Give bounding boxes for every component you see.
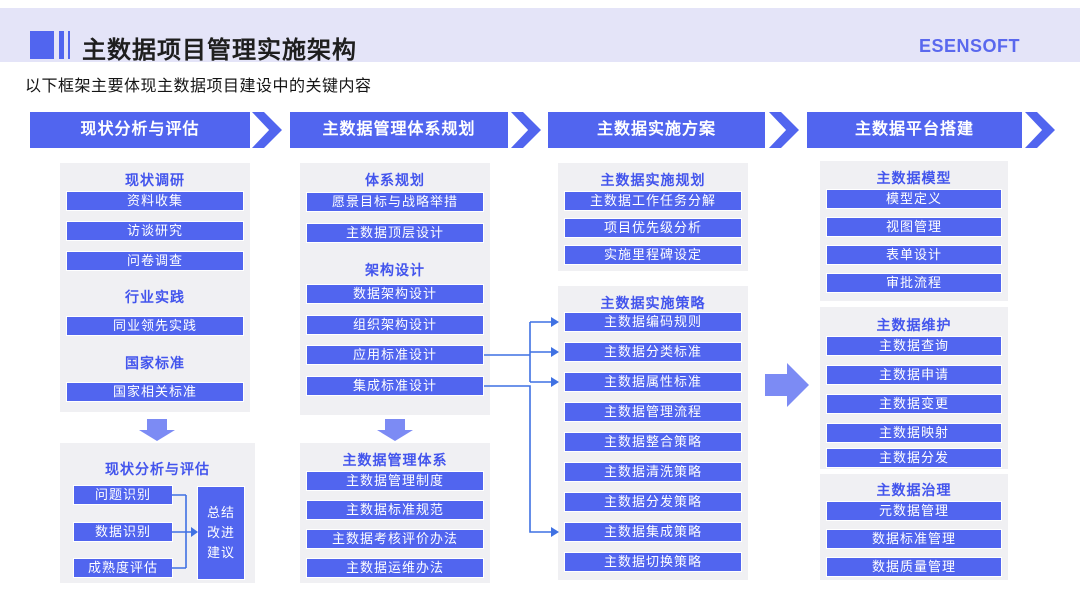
diagram-box: 组织架构设计 xyxy=(306,315,484,335)
subtitle: 以下框架主要体现主数据项目建设中的关键内容 xyxy=(25,78,372,95)
diagram-box: 主数据属性标准 xyxy=(564,372,742,392)
group-heading: 行业实践 xyxy=(125,289,185,305)
diagram-box: 主数据集成策略 xyxy=(564,522,742,542)
diagram-box: 访谈研究 xyxy=(66,221,244,241)
diagram-box: 元数据管理 xyxy=(826,501,1002,521)
diagram-box: 主数据管理制度 xyxy=(306,471,484,491)
diagram-box: 主数据管理流程 xyxy=(564,402,742,422)
stage-banner-1: 现状分析与评估 xyxy=(30,112,250,148)
panel-mdm-model: 主数据模型 模型定义 视图管理 表单设计 审批流程 xyxy=(820,161,1008,301)
diagram-box: 主数据分发 xyxy=(826,448,1002,468)
title-square-icon xyxy=(30,31,54,59)
panel-heading: 主数据模型 xyxy=(876,170,952,186)
diagram-box: 主数据顶层设计 xyxy=(306,223,484,243)
diagram-box: 审批流程 xyxy=(826,273,1002,293)
diagram-box: 数据标准管理 xyxy=(826,529,1002,549)
group-heading: 架构设计 xyxy=(365,262,425,278)
stage-banner-4: 主数据平台搭建 xyxy=(807,112,1022,148)
page-title: 主数据项目管理实施架构 xyxy=(82,37,357,64)
group-heading: 体系规划 xyxy=(365,172,425,188)
group-heading: 国家标准 xyxy=(125,355,185,371)
panel-current-research: 现状调研 资料收集 访谈研究 问卷调查 行业实践 同业领先实践 国家标准 国家相… xyxy=(60,163,250,412)
chevron-right-icon xyxy=(1025,112,1055,148)
diagram-box: 主数据分类标准 xyxy=(564,342,742,362)
diagram-box: 主数据清洗策略 xyxy=(564,462,742,482)
diagram-box: 问卷调查 xyxy=(66,251,244,271)
down-arrow-icon xyxy=(139,419,175,441)
summary-box: 总结 改进 建议 xyxy=(197,486,245,580)
diagram-box: 数据识别 xyxy=(73,522,173,542)
panel-implementation-strategy: 主数据实施策略 主数据编码规则 主数据分类标准 主数据属性标准 主数据管理流程 … xyxy=(558,286,748,580)
diagram-box: 主数据变更 xyxy=(826,394,1002,414)
diagram-box: 成熟度评估 xyxy=(73,558,173,578)
diagram-box: 主数据运维办法 xyxy=(306,558,484,578)
panel-mdm-governance: 主数据治理 元数据管理 数据标准管理 数据质量管理 xyxy=(820,474,1008,580)
panel-heading: 主数据实施规划 xyxy=(600,172,706,188)
panel-heading: 主数据实施策略 xyxy=(600,295,706,311)
diagram-box: 主数据切换策略 xyxy=(564,552,742,572)
diagram-box: 愿景目标与战略举措 xyxy=(306,192,484,212)
panel-system-planning: 体系规划 愿景目标与战略举措 主数据顶层设计 架构设计 数据架构设计 组织架构设… xyxy=(300,163,490,415)
diagram-box: 主数据申请 xyxy=(826,365,1002,385)
diagram-box: 视图管理 xyxy=(826,217,1002,237)
diagram-box: 主数据分发策略 xyxy=(564,492,742,512)
diagram-box: 数据架构设计 xyxy=(306,284,484,304)
right-arrow-icon xyxy=(765,363,809,407)
panel-heading: 现状分析与评估 xyxy=(105,461,210,477)
chevron-right-icon xyxy=(511,112,541,148)
diagram-box: 模型定义 xyxy=(826,189,1002,209)
stage-banner-3: 主数据实施方案 xyxy=(548,112,765,148)
chevron-right-icon xyxy=(769,112,799,148)
panel-heading: 主数据治理 xyxy=(876,482,952,498)
stage-banner-2: 主数据管理体系规划 xyxy=(290,112,508,148)
diagram-box: 表单设计 xyxy=(826,245,1002,265)
diagram-box: 资料收集 xyxy=(66,191,244,211)
brand-logo: ESENSOFT xyxy=(918,36,1020,56)
diagram-box: 主数据考核评价办法 xyxy=(306,529,484,549)
diagram-box: 问题识别 xyxy=(73,485,173,505)
diagram-box: 主数据编码规则 xyxy=(564,312,742,332)
diagram-box: 国家相关标准 xyxy=(66,382,244,402)
header-band: 主数据项目管理实施架构 ESENSOFT xyxy=(0,8,1080,64)
diagram-box: 集成标准设计 xyxy=(306,376,484,396)
panel-heading: 主数据管理体系 xyxy=(342,452,448,468)
diagram-box: 主数据映射 xyxy=(826,423,1002,443)
diagram-box: 同业领先实践 xyxy=(66,316,244,336)
panel-mdm-maintenance: 主数据维护 主数据查询 主数据申请 主数据变更 主数据映射 主数据分发 xyxy=(820,307,1008,469)
diagram-box: 项目优先级分析 xyxy=(564,218,742,238)
diagram-box: 实施里程碑设定 xyxy=(564,245,742,265)
panel-implementation-planning: 主数据实施规划 主数据工作任务分解 项目优先级分析 实施里程碑设定 xyxy=(558,163,748,271)
down-arrow-icon xyxy=(377,419,413,441)
diagram-box: 数据质量管理 xyxy=(826,557,1002,577)
panel-heading: 主数据维护 xyxy=(876,317,952,333)
chevron-right-icon xyxy=(252,112,282,148)
diagram-box: 主数据标准规范 xyxy=(306,500,484,520)
diagram-box: 主数据查询 xyxy=(826,336,1002,356)
diagram-box: 主数据整合策略 xyxy=(564,432,742,452)
group-heading: 现状调研 xyxy=(125,172,185,188)
title-bar-icon xyxy=(68,31,70,59)
panel-mdm-system: 主数据管理体系 主数据管理制度 主数据标准规范 主数据考核评价办法 主数据运维办… xyxy=(300,443,490,583)
diagram-box: 主数据工作任务分解 xyxy=(564,191,742,211)
title-bar-icon xyxy=(59,31,64,59)
panel-status-analysis: 现状分析与评估 问题识别 数据识别 成熟度评估 总结 改进 建议 xyxy=(60,443,255,583)
diagram-box: 应用标准设计 xyxy=(306,345,484,365)
